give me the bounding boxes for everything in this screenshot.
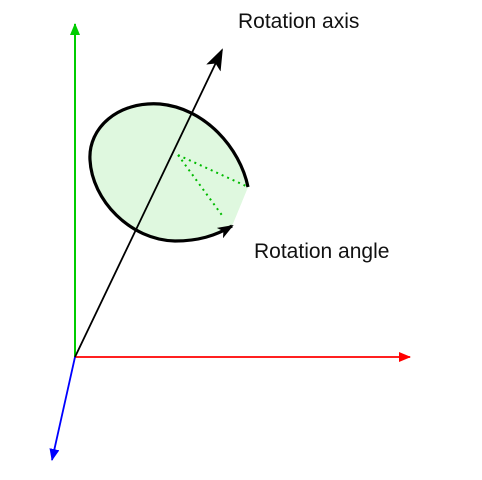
rotation-axis-arrow (74, 48, 223, 358)
rotation-disc-wedge (178, 155, 248, 226)
rotation-axis-label: Rotation axis (238, 10, 359, 33)
rotation-angle-label: Rotation angle (254, 240, 389, 263)
angle-marker-end (177, 154, 225, 219)
angle-marker-start (177, 154, 247, 187)
rotation-angle-arc (88, 102, 250, 243)
rotation-disc (89, 103, 248, 241)
z-axis-arrow (49, 356, 76, 461)
